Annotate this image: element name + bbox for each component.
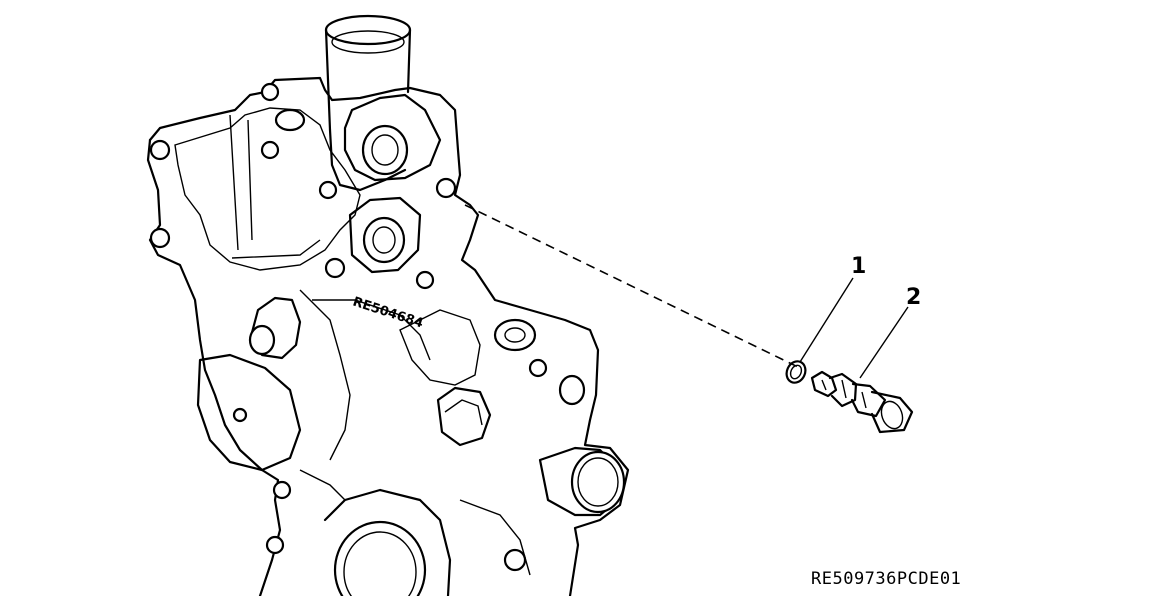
temperature-sensor — [810, 370, 914, 434]
figure-code: RE509736PCDE01 — [811, 569, 962, 589]
callout-1-label: 1 — [851, 254, 867, 279]
casting-mark: RE504684 — [351, 295, 425, 332]
timing-gear-cover — [146, 14, 630, 596]
leader-line-2 — [859, 306, 909, 379]
leader-line-1 — [799, 277, 854, 363]
callout-2-label: 2 — [906, 285, 922, 310]
installation-line — [464, 204, 801, 369]
o-ring — [785, 360, 807, 384]
